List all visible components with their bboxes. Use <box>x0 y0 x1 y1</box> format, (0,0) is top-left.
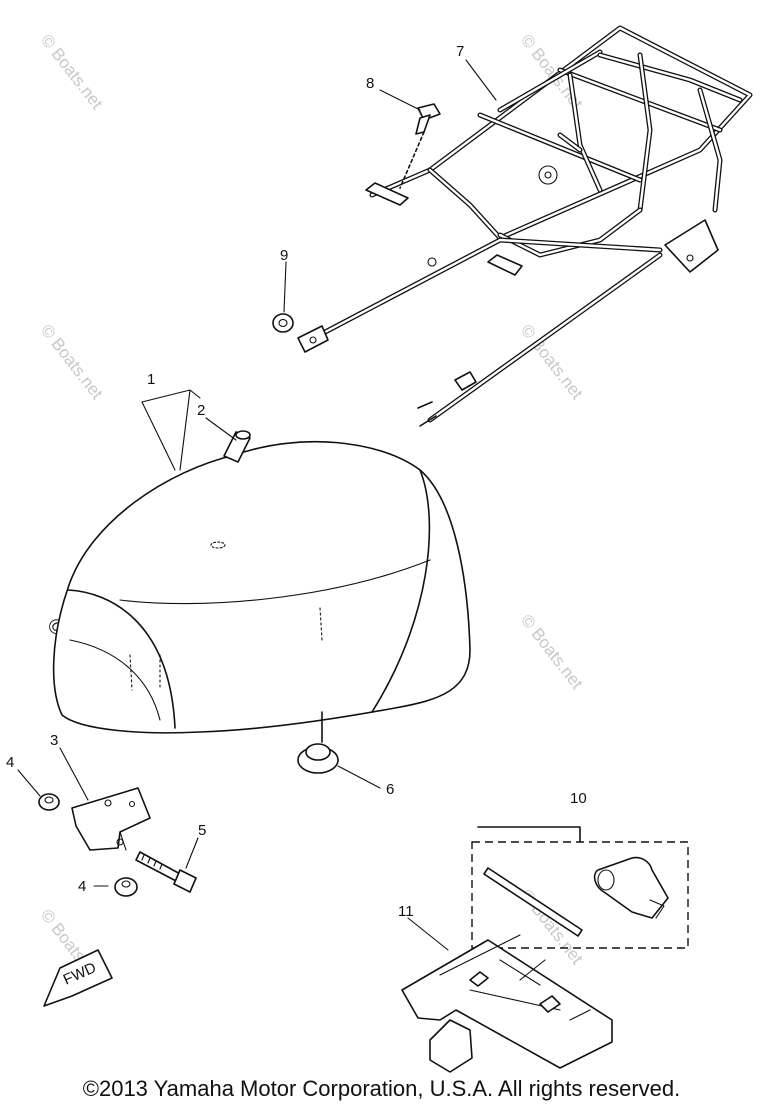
callout-4-lower: 4 <box>78 878 86 895</box>
callout-4-upper: 4 <box>6 754 14 771</box>
bolt-5 <box>135 851 197 893</box>
watermark-2: © Boats.net <box>517 31 587 113</box>
nut-4-lower <box>114 877 138 897</box>
callouts: 1 2 3 4 4 5 6 7 8 9 10 11 <box>6 43 587 920</box>
seat-hook-2 <box>223 430 251 463</box>
carrier-rack <box>297 25 753 427</box>
callout-10: 10 <box>570 790 587 807</box>
callout-1: 1 <box>147 371 155 388</box>
watermark-5: © Boats.net <box>517 611 587 693</box>
watermark-1: © Boats.net <box>37 31 107 113</box>
callout-2: 2 <box>197 402 205 419</box>
damper-6 <box>297 711 339 774</box>
nut-4-upper <box>38 793 60 811</box>
seat <box>52 440 471 734</box>
bolt-8 <box>399 103 441 189</box>
watermark-3: © Boats.net <box>37 321 107 403</box>
tool-tray-11 <box>401 934 613 1073</box>
callout-11: 11 <box>398 903 414 920</box>
copyright-notice: ©2013 Yamaha Motor Corporation, U.S.A. A… <box>82 1076 681 1101</box>
callout-7: 7 <box>456 43 464 60</box>
callout-5: 5 <box>198 822 206 839</box>
bracket-3 <box>71 787 151 851</box>
callout-8: 8 <box>366 75 374 92</box>
tool-kit-10 <box>471 826 689 949</box>
leader-lines <box>17 59 497 951</box>
fwd-arrow: FWD <box>43 949 113 1007</box>
callout-6: 6 <box>386 781 394 798</box>
callout-3: 3 <box>50 732 58 749</box>
collar-9 <box>272 313 294 333</box>
callout-9: 9 <box>280 247 288 264</box>
